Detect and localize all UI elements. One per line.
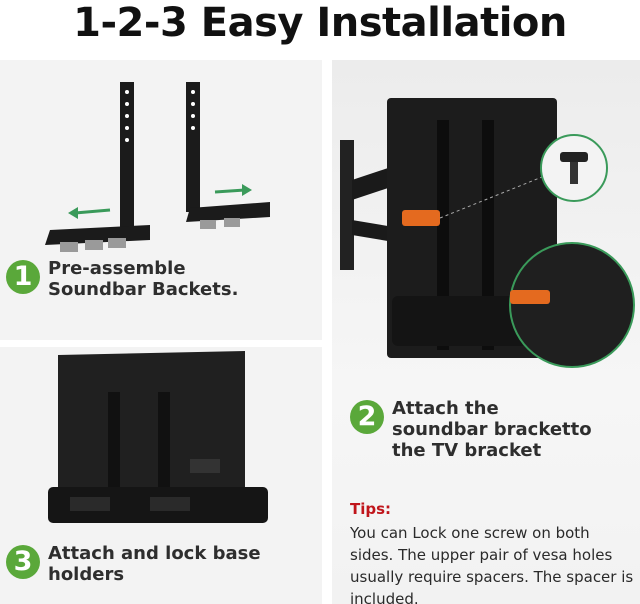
- tv-with-soundbar-illustration: [48, 351, 268, 523]
- step-2-badge: 2: [350, 400, 384, 434]
- step-2-text: Attach the soundbar bracketto the TV bra…: [392, 398, 592, 461]
- step-3-line-2: holders: [48, 564, 125, 585]
- step-2-panel: 2 Attach the soundbar bracketto the TV b…: [332, 60, 640, 604]
- step-2: 2 Attach the soundbar bracketto the TV b…: [350, 398, 592, 461]
- tv-mount-illustration: [340, 98, 635, 368]
- step-1-text: Pre-assemble Soundbar Backets.: [48, 258, 238, 300]
- tips-title: Tips:: [350, 500, 392, 518]
- step-1-badge: 1: [6, 260, 40, 294]
- soundbar-brackets-illustration: [45, 82, 270, 252]
- page-title: 1-2-3 Easy Installation: [73, 0, 567, 46]
- step-3-text: Attach and lock base holders: [48, 543, 261, 585]
- step-3: 3 Attach and lock base holders: [6, 543, 261, 585]
- step-3-badge: 3: [6, 545, 40, 579]
- tips-box: Tips: You can Lock one screw on both sid…: [350, 500, 635, 604]
- step-3-line-1: Attach and lock base: [48, 543, 261, 564]
- tips-body: You can Lock one screw on both sides. Th…: [350, 524, 634, 604]
- step-3-panel: 3 Attach and lock base holders: [0, 347, 322, 604]
- step-1-line-2: Soundbar Backets.: [48, 279, 239, 300]
- step-1: 1 Pre-assemble Soundbar Backets.: [6, 258, 238, 300]
- step-2-line-1: Attach the: [392, 398, 499, 419]
- step-1-panel: 1 Pre-assemble Soundbar Backets.: [0, 60, 322, 340]
- step-2-line-2: soundbar bracketto: [392, 419, 592, 440]
- step-1-line-1: Pre-assemble: [48, 258, 186, 279]
- step-2-line-3: the TV bracket: [392, 440, 542, 461]
